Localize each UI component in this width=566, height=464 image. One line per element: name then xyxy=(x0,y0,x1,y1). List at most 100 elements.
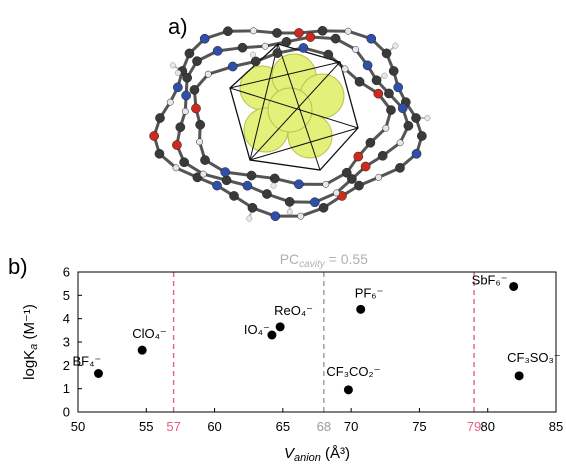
x-tick-label-60: 60 xyxy=(207,419,221,434)
atom-hydrogen xyxy=(196,138,204,146)
atom-carbon xyxy=(192,56,202,66)
anion-fluorine-sphere xyxy=(267,87,313,133)
atom-carbon xyxy=(354,180,364,191)
atom-carbon xyxy=(175,122,186,133)
atom-hydrogen xyxy=(166,98,174,106)
atom-oxygen xyxy=(353,151,364,162)
atom-nitrogen xyxy=(397,103,408,114)
atom-hydrogen xyxy=(175,69,182,76)
data-point-label-4: CF₃CO₂⁻ xyxy=(326,364,380,379)
atom-nitrogen xyxy=(293,179,304,190)
atom-carbon xyxy=(250,56,261,67)
atom-hydrogen xyxy=(341,65,349,73)
encapsulated-anion xyxy=(239,53,345,159)
x-tick-label-55: 55 xyxy=(139,419,153,434)
atom-carbon xyxy=(381,48,392,59)
atom-carbon xyxy=(365,137,376,148)
molecular-cage-illustration xyxy=(149,25,431,222)
atom-nitrogen xyxy=(270,211,281,222)
plot-frame xyxy=(77,271,557,413)
atom-carbon xyxy=(272,28,282,38)
atom-hydrogen xyxy=(392,42,399,49)
atom-carbon xyxy=(318,202,329,213)
atom-hydrogen xyxy=(250,27,257,35)
atom-carbon xyxy=(281,36,292,47)
data-point-label-6: SbF₆⁻ xyxy=(472,272,508,287)
atom-nitrogen xyxy=(172,82,183,93)
data-point-1 xyxy=(137,345,147,355)
atom-oxygen xyxy=(172,140,182,150)
atom-hydrogen xyxy=(199,170,207,178)
atom-oxygen xyxy=(149,131,159,141)
atom-hydrogen xyxy=(246,215,253,222)
atom-hydrogen xyxy=(396,139,404,147)
atom-hydrogen xyxy=(249,51,256,58)
x-tick-label-65: 65 xyxy=(276,419,290,434)
data-point-label-2: IO₄⁻ xyxy=(244,322,270,337)
atom-hydrogen xyxy=(381,72,388,79)
x-tick-label-75: 75 xyxy=(412,419,426,434)
atom-hydrogen xyxy=(344,27,352,35)
x-tick-label-80: 80 xyxy=(480,419,494,434)
atom-carbon xyxy=(371,75,382,86)
data-point-5 xyxy=(356,304,366,314)
panel-label-b: b) xyxy=(8,254,28,279)
atom-oxygen xyxy=(360,161,371,172)
atom-nitrogen xyxy=(181,90,191,101)
data-point-6 xyxy=(509,281,519,291)
atom-carbon xyxy=(411,113,421,123)
cage-atoms xyxy=(149,25,431,222)
atom-hydrogen xyxy=(297,212,305,220)
atom-carbon xyxy=(155,113,165,123)
atom-carbon xyxy=(221,175,232,186)
atom-carbon xyxy=(395,162,405,173)
atom-carbon xyxy=(403,120,414,131)
atom-nitrogen xyxy=(220,167,231,177)
atom-nitrogen xyxy=(199,33,210,44)
atom-carbon xyxy=(323,49,334,60)
y-tick-label-0: 0 xyxy=(63,405,70,420)
atom-hydrogen xyxy=(382,124,390,132)
atom-carbon xyxy=(195,119,206,130)
y-axis-label: logKa (M⁻¹) xyxy=(21,304,40,380)
data-point-2 xyxy=(267,330,277,340)
cavity-polyhedron xyxy=(229,43,359,171)
atom-carbon xyxy=(182,72,192,83)
atom-hydrogen xyxy=(424,114,431,121)
atom-carbon xyxy=(229,191,239,201)
atom-nitrogen xyxy=(212,46,223,56)
x-tick-label-70: 70 xyxy=(344,419,358,434)
atom-nitrogen xyxy=(309,197,320,208)
atom-hydrogen xyxy=(181,107,189,115)
x-axis-label: Vanion (Å³) xyxy=(284,445,350,464)
data-point-label-5: PF₆⁻ xyxy=(355,285,384,300)
atom-nitrogen xyxy=(366,33,377,44)
data-point-label-3: ReO₄⁻ xyxy=(274,303,313,318)
data-points: BF₄⁻ClO₄⁻IO₄⁻ReO₄⁻CF₃CO₂⁻PF₆⁻SbF₆⁻CF₃SO₃… xyxy=(72,272,561,395)
pc-cavity-annotation: PCcavity = 0.55 xyxy=(280,251,368,270)
reference-line-label-79: 79 xyxy=(467,419,481,434)
cavity-polyhedron-edge xyxy=(249,127,359,161)
data-point-4 xyxy=(343,385,353,395)
cavity-polyhedron-edge xyxy=(249,43,279,161)
atom-carbon xyxy=(192,172,203,183)
atom-carbon xyxy=(388,66,399,76)
atom-nitrogen xyxy=(393,82,404,93)
atom-carbon xyxy=(384,88,394,99)
data-point-3 xyxy=(275,322,285,332)
atom-carbon xyxy=(246,170,257,181)
atom-hydrogen xyxy=(169,62,176,69)
data-point-7 xyxy=(514,371,524,381)
atom-carbon xyxy=(354,76,365,87)
atom-nitrogen xyxy=(212,180,222,191)
y-tick-label-5: 5 xyxy=(63,288,70,303)
atom-hydrogen xyxy=(204,70,212,78)
atom-carbon xyxy=(417,131,427,141)
y-tick-label-2: 2 xyxy=(63,358,70,373)
atom-hydrogen xyxy=(261,42,269,50)
x-tick-label-50: 50 xyxy=(71,419,85,434)
